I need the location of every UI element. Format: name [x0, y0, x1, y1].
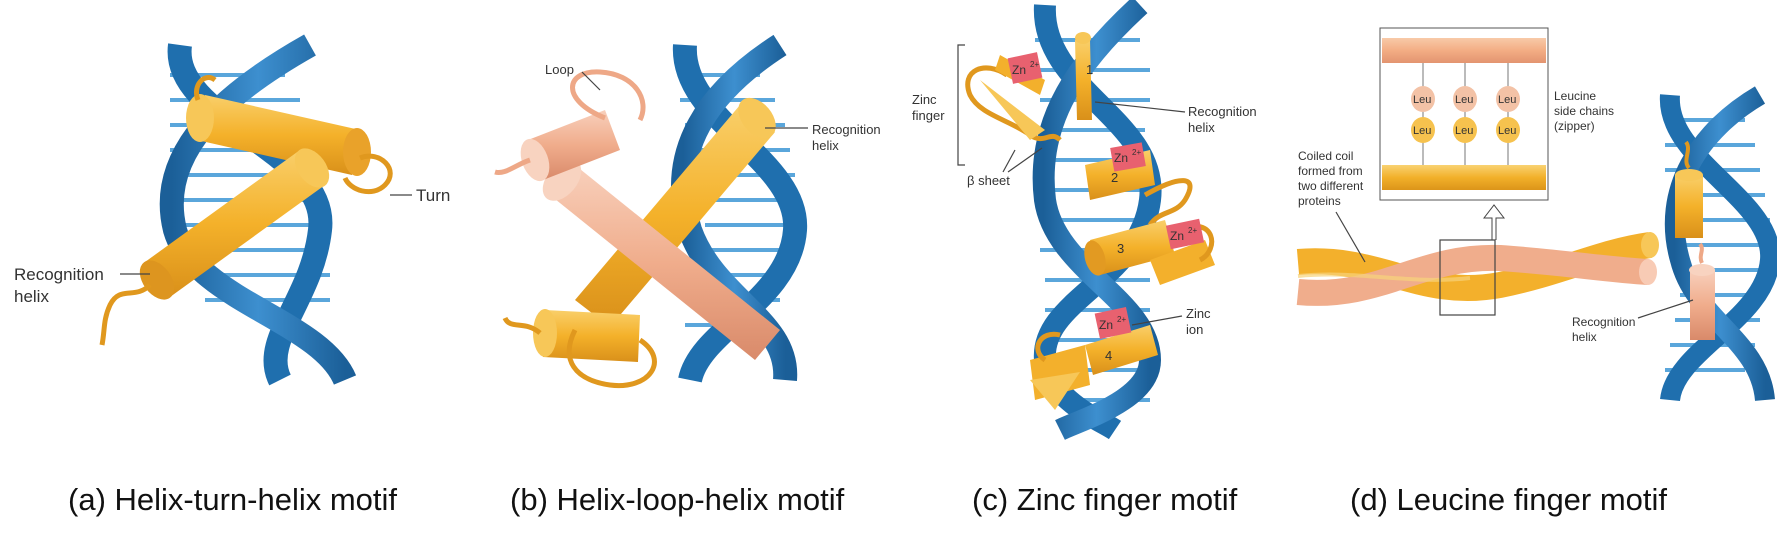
label-turn: Turn	[416, 186, 450, 205]
zinc-finger-bracket	[957, 44, 965, 166]
n-tail	[494, 157, 531, 176]
recognition-helix-salmon-d	[1689, 242, 1715, 340]
label-leucine-line3: (zipper)	[1554, 119, 1595, 133]
helix-cylinder-recognition	[139, 148, 330, 300]
inset-pointer-arrow	[1482, 204, 1506, 240]
zn-charge-2: 2+	[1132, 148, 1141, 157]
label-coiled-coil-line3: two different	[1298, 179, 1364, 193]
helix-cylinder-salmon-small	[520, 110, 620, 182]
zinc-ion-2: Zn 2+	[1110, 142, 1146, 172]
finger-number-1: 1	[1086, 62, 1093, 77]
zn-charge-4: 2+	[1117, 315, 1126, 324]
zinc-ion-1: Zn 2+	[1007, 52, 1043, 84]
panel-b: Loop Recognition helix (b) Helix-loop-he…	[494, 34, 881, 517]
dna-strand-front	[159, 34, 357, 386]
finger-number-4: 4	[1105, 348, 1112, 363]
turn-loop	[342, 153, 393, 195]
coiled-coil	[1296, 232, 1659, 306]
label-zinc-ion-line2: ion	[1186, 322, 1203, 337]
leader-beta-sheet-2	[1007, 147, 1043, 173]
caption-c: (c) Zinc finger motif	[972, 482, 1238, 517]
leu-label-5: Leu	[1455, 125, 1473, 137]
caption-b: (b) Helix-loop-helix motif	[510, 482, 845, 517]
zinc-ion-3: Zn 2+	[1165, 218, 1205, 250]
dna-strand-front	[1032, 0, 1162, 440]
zn-badge-2: Zn	[1114, 151, 1128, 165]
label-recognition-b-line1: Recognition	[812, 122, 881, 137]
leu-residues-bottom	[1411, 117, 1520, 143]
inset-source-box	[1439, 239, 1496, 316]
caption-d: (d) Leucine finger motif	[1350, 482, 1667, 517]
leader-coiled-coil	[1335, 211, 1366, 263]
leu-label-4: Leu	[1413, 125, 1431, 137]
zinc-finger-3	[1084, 220, 1215, 285]
dna-strand-front	[1664, 86, 1775, 402]
label-coiled-coil-line2: formed from	[1298, 164, 1363, 178]
leader-beta-sheet-1	[1002, 149, 1016, 173]
label-recognition-d-line2: helix	[1572, 330, 1597, 344]
label-loop: Loop	[545, 62, 574, 77]
label-zinc-finger-line2: finger	[912, 108, 945, 123]
label-coiled-coil-line4: proteins	[1298, 194, 1341, 208]
label-zinc-ion-line1: Zinc	[1186, 306, 1211, 321]
helix-cylinder-gold-small	[533, 309, 640, 362]
label-recognition-a-line1: Recognition	[14, 265, 104, 284]
panel-a: Turn Recognition helix (a) Helix-turn-he…	[14, 34, 450, 517]
leader-zinc-ion	[1131, 315, 1183, 326]
leu-residues-top	[1411, 86, 1520, 112]
dna-helix-d	[1659, 86, 1777, 402]
caption-a: (a) Helix-turn-helix motif	[68, 482, 397, 517]
loop	[570, 69, 646, 122]
finger-number-3: 3	[1117, 241, 1124, 256]
inset-bar-bottom	[1382, 165, 1546, 190]
zn-charge-1: 2+	[1030, 60, 1039, 69]
leader-recognition-c	[1094, 101, 1186, 113]
helix-cylinder-upper	[186, 94, 371, 176]
finger-number-2: 2	[1111, 170, 1118, 185]
zn-badge-1: Zn	[1012, 63, 1026, 77]
zn-charge-3: 2+	[1188, 226, 1197, 235]
label-leucine-line2: side chains	[1554, 104, 1614, 118]
zinc-ion-4: Zn 2+	[1094, 306, 1132, 340]
label-zinc-finger-line1: Zinc	[912, 92, 937, 107]
leader-recognition-d	[1637, 299, 1694, 319]
label-recognition-b-line2: helix	[812, 138, 839, 153]
panel-c: Zn 2+ Zn 2+ Zn 2+ Zn 2+ 1 2 3 4 Zinc fin…	[912, 0, 1257, 517]
leu-label-1: Leu	[1413, 94, 1431, 106]
c-terminus	[99, 283, 152, 346]
label-recognition-c-line1: Recognition	[1188, 104, 1257, 119]
leucine-zipper-inset: Leu Leu Leu Leu Leu Leu	[1379, 27, 1549, 201]
label-leucine-line1: Leucine	[1554, 89, 1596, 103]
label-recognition-d-line1: Recognition	[1572, 315, 1635, 329]
inset-bar-top	[1382, 38, 1546, 63]
recognition-helix-gold-d	[1675, 140, 1703, 238]
n-terminus	[194, 75, 217, 101]
zn-badge-3: Zn	[1170, 229, 1184, 243]
leader-loop	[581, 71, 601, 91]
panel-d: Leu Leu Leu Leu Leu Leu	[1296, 27, 1777, 517]
leu-label-3: Leu	[1498, 94, 1516, 106]
label-coiled-coil-line1: Coiled coil	[1298, 149, 1353, 163]
lower-loop	[566, 328, 657, 389]
lower-tail	[502, 316, 542, 336]
label-beta-sheet: β sheet	[967, 173, 1010, 188]
label-recognition-c-line2: helix	[1188, 120, 1215, 135]
zinc-finger-4	[1030, 325, 1158, 410]
leu-label-6: Leu	[1498, 125, 1516, 137]
zn-badge-4: Zn	[1099, 318, 1113, 332]
label-recognition-a-line2: helix	[14, 287, 49, 306]
leu-label-2: Leu	[1455, 94, 1473, 106]
